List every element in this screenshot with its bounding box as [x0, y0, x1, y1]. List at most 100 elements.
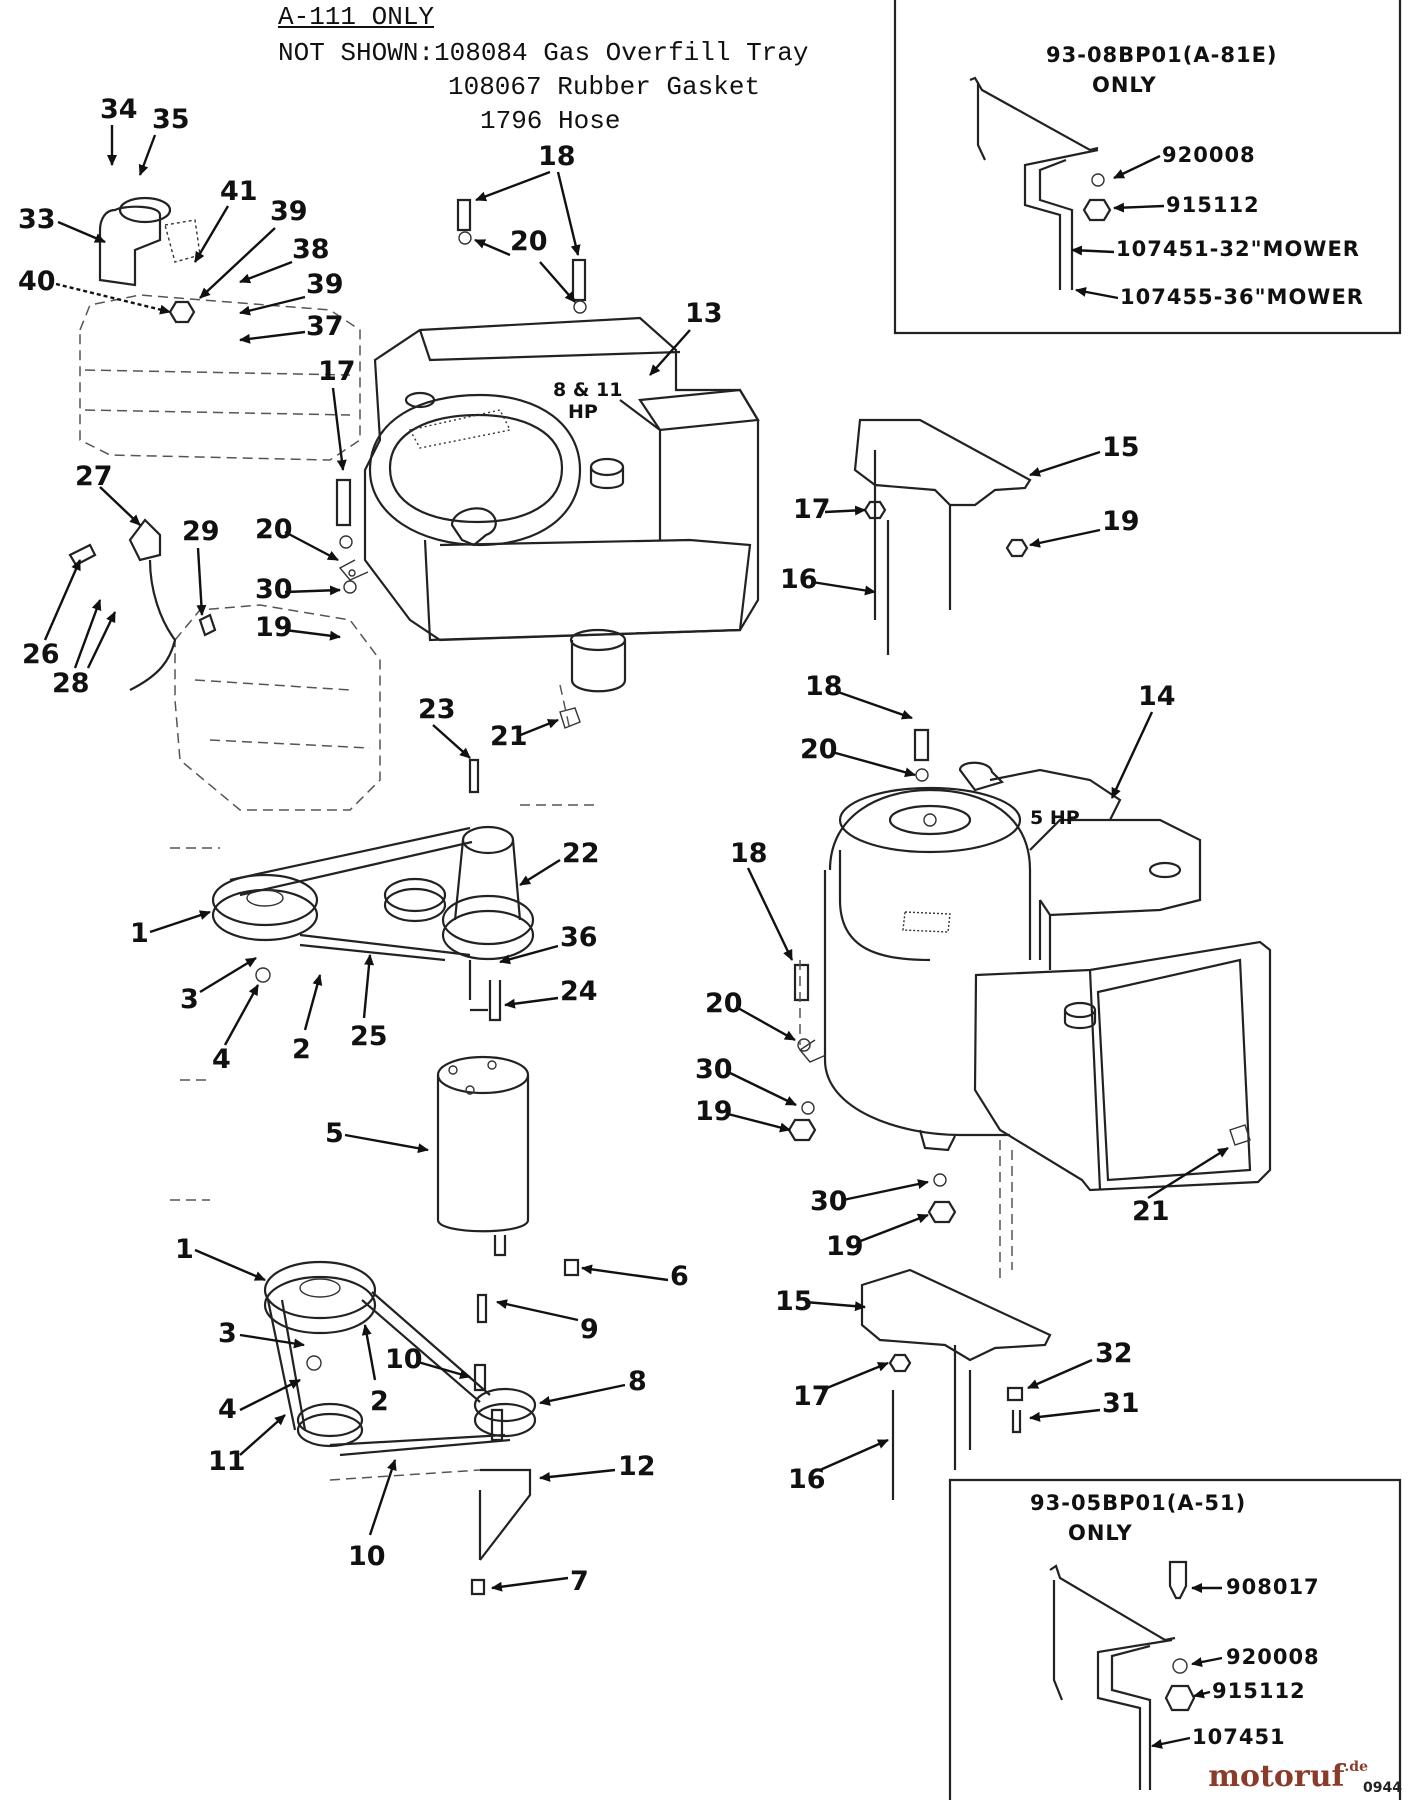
- callout-12: 12: [618, 1451, 656, 1482]
- callout-9: 9: [580, 1314, 599, 1345]
- inset-top-title: 93-08BP01(A-81E): [1046, 43, 1278, 67]
- engine-8-11hp-label-1: 8 & 11: [553, 379, 622, 401]
- callout-35: 35: [152, 104, 190, 135]
- inset-bottom-item-3: 915112: [1212, 1679, 1306, 1703]
- callout-34: 34: [100, 94, 138, 125]
- callout-19c: 19: [695, 1096, 733, 1127]
- mount-plate-lower: [860, 1268, 1052, 1500]
- callout-15: 15: [1102, 432, 1140, 463]
- callout-20: 20: [510, 226, 548, 257]
- inset-bottom-item-4: 107451: [1192, 1725, 1286, 1749]
- callout-40: 40: [18, 266, 56, 297]
- callout-11: 11: [208, 1446, 246, 1477]
- callout-17c: 17: [793, 1381, 831, 1412]
- callout-21b: 21: [1132, 1196, 1170, 1227]
- inset-bottom-leader-3: [1193, 1688, 1211, 1699]
- callout-20d: 20: [705, 988, 743, 1019]
- callout-37: 37: [306, 311, 344, 342]
- callout-10: 10: [385, 1344, 423, 1375]
- callout-30b: 30: [695, 1054, 733, 1085]
- callout-7: 7: [570, 1566, 589, 1597]
- callout-16b: 16: [788, 1464, 826, 1495]
- inset-bottom-frame: [948, 1478, 1402, 1800]
- callout-4: 4: [212, 1044, 231, 1075]
- inset-top-bracket: [969, 76, 1112, 290]
- callout-10b: 10: [348, 1541, 386, 1572]
- centerlines: [170, 684, 1013, 1481]
- callout-19: 19: [255, 612, 293, 643]
- callout-19d: 19: [826, 1231, 864, 1262]
- inset-top-leader-2: [1113, 202, 1165, 213]
- hardware: [168, 198, 1251, 1596]
- callouts: 34 35 33 41 39 38 39 40 37 18 20 13 17 2…: [18, 94, 1229, 1597]
- callout-30: 30: [255, 574, 293, 605]
- callout-29: 29: [182, 516, 220, 547]
- callout-18: 18: [538, 141, 576, 172]
- inset-top-frame: [893, 0, 1402, 335]
- callout-30c: 30: [810, 1186, 848, 1217]
- inset-bottom-subtitle: ONLY: [1068, 1521, 1133, 1545]
- callout-14: 14: [1138, 681, 1176, 712]
- not-shown-line-3: 1796 Hose: [480, 106, 621, 136]
- callout-6: 6: [670, 1261, 689, 1292]
- callout-26: 26: [22, 639, 60, 670]
- belt-drive-lower: [263, 1260, 537, 1561]
- callout-27: 27: [75, 461, 113, 492]
- inset-top-item-1: 920008: [1162, 143, 1256, 167]
- inset-bottom-leader-2: [1191, 1656, 1223, 1667]
- inset-top-leader-3: [1071, 245, 1115, 256]
- callout-17b: 17: [793, 494, 831, 525]
- callout-38: 38: [292, 234, 330, 265]
- engine-8-11hp: [338, 316, 760, 693]
- callout-3b: 3: [218, 1318, 237, 1349]
- pulley-belt-upper: [211, 825, 535, 1022]
- callout-24: 24: [560, 976, 598, 1007]
- mount-plate-upper: [853, 418, 1032, 655]
- callout-32: 32: [1095, 1338, 1133, 1369]
- callout-36: 36: [560, 922, 598, 953]
- callout-17: 17: [318, 356, 356, 387]
- callout-5: 5: [325, 1118, 344, 1149]
- callout-23: 23: [418, 694, 456, 725]
- engine-5hp-label: 5 HP: [1030, 807, 1080, 829]
- callout-13: 13: [685, 298, 723, 329]
- callout-39: 39: [270, 196, 308, 227]
- callout-4b: 4: [218, 1394, 237, 1425]
- callout-1b: 1: [175, 1234, 194, 1265]
- inset-top-leader-4: [1075, 286, 1119, 300]
- callout-20c: 20: [800, 734, 838, 765]
- callout-2: 2: [292, 1034, 311, 1065]
- inset-top-item-3: 107451-32"MOWER: [1116, 237, 1360, 261]
- not-shown-line-1: NOT SHOWN:108084 Gas Overfill Tray: [278, 38, 809, 68]
- inset-top-item-4: 107455-36"MOWER: [1120, 285, 1364, 309]
- muffler-assembly: [79, 196, 381, 811]
- inset-bottom-bracket: [1049, 1560, 1196, 1790]
- inset-bottom-title: 93-05BP01(A-51): [1030, 1491, 1246, 1515]
- callout-22: 22: [562, 838, 600, 869]
- not-shown-line-2: 108067 Rubber Gasket: [448, 72, 761, 102]
- callout-1: 1: [130, 918, 149, 949]
- inset-top-leader-1: [1113, 154, 1161, 180]
- callout-39b: 39: [306, 269, 344, 300]
- watermark-brand: motoruf: [1208, 1759, 1345, 1794]
- callout-18b: 18: [805, 671, 843, 702]
- callout-19b: 19: [1102, 506, 1140, 537]
- inset-bottom-item-1: 908017: [1226, 1575, 1320, 1599]
- header-title: A-111 ONLY: [278, 2, 435, 32]
- inset-bottom-item-2: 920008: [1226, 1645, 1320, 1669]
- callout-16: 16: [780, 564, 818, 595]
- callout-33: 33: [18, 204, 56, 235]
- callout-2b: 2: [370, 1386, 389, 1417]
- watermark-suffix: .de: [1344, 1759, 1368, 1775]
- callout-25: 25: [350, 1021, 388, 1052]
- callout-8: 8: [628, 1366, 647, 1397]
- starter-motor: [436, 1055, 530, 1257]
- callout-20b: 20: [255, 514, 293, 545]
- inset-bottom-leader-4: [1151, 1736, 1191, 1749]
- inset-top-item-2: 915112: [1166, 193, 1260, 217]
- callout-41: 41: [220, 176, 258, 207]
- callout-18c: 18: [730, 838, 768, 869]
- callout-21: 21: [490, 721, 528, 752]
- inset-top-subtitle: ONLY: [1092, 73, 1157, 97]
